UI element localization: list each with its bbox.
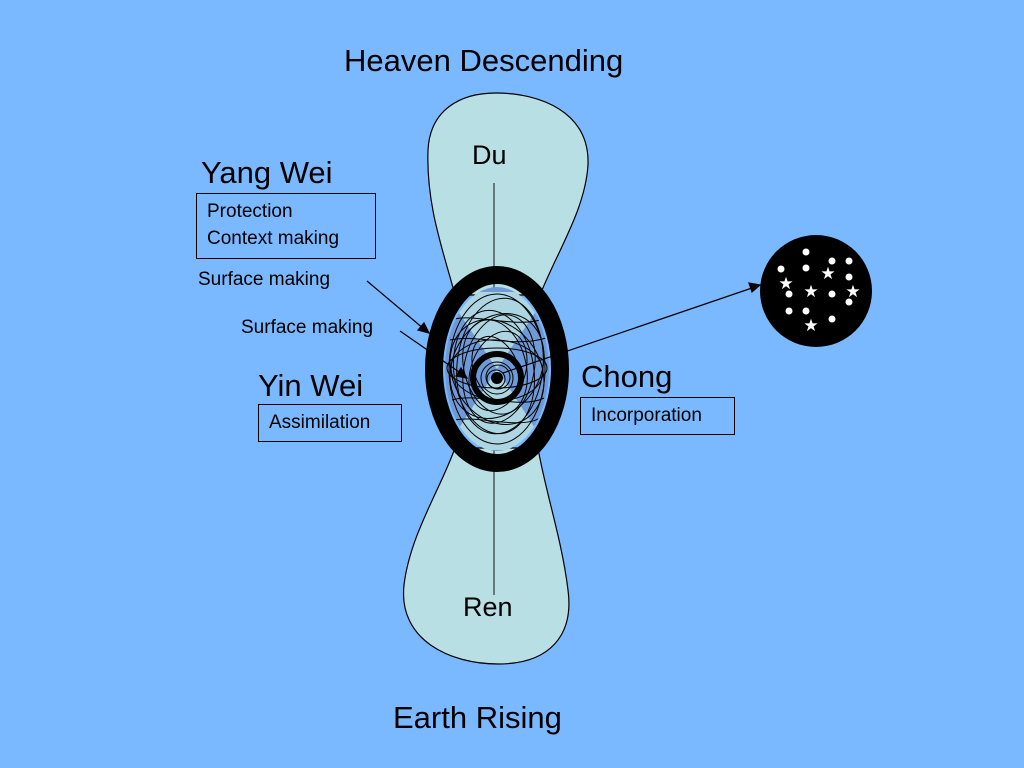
scribble-lines <box>446 293 548 445</box>
chong-box: Incorporation <box>580 397 735 435</box>
svg-text:★: ★ <box>803 316 818 336</box>
star-field-dots <box>777 248 853 323</box>
svg-text:★: ★ <box>803 282 818 302</box>
core-dot <box>491 372 503 384</box>
yang-wei-box: Protection Context making <box>196 193 376 259</box>
protection-text: Protection <box>207 201 293 222</box>
chong-label: Chong <box>581 359 673 394</box>
du-label: Du <box>472 140 507 170</box>
lower-lobe <box>403 447 570 665</box>
outer-ring <box>425 266 569 472</box>
earth-rising-title: Earth Rising <box>393 700 562 735</box>
svg-text:★: ★ <box>820 264 835 284</box>
inner-ring <box>470 351 524 405</box>
yang-wei-label: Yang Wei <box>201 155 333 190</box>
assimilation-text: Assimilation <box>269 412 371 433</box>
svg-text:★: ★ <box>778 274 793 294</box>
star-field-stars: ★ ★ ★ ★ ★ <box>778 264 860 336</box>
ren-label: Ren <box>463 592 513 622</box>
upper-lobe <box>427 92 589 296</box>
yin-wei-label: Yin Wei <box>258 368 364 403</box>
surface-making-callout-inner: Surface making <box>241 317 374 338</box>
callout-arrows <box>366 280 762 379</box>
incorporation-text: Incorporation <box>591 405 702 426</box>
heaven-descending-title: Heaven Descending <box>344 43 624 78</box>
yin-wei-box: Assimilation <box>258 404 402 442</box>
svg-text:★: ★ <box>845 282 860 302</box>
context-making-text: Context making <box>207 228 340 249</box>
core-spiral <box>480 361 514 395</box>
star-field-circle <box>760 235 872 347</box>
surface-making-callout-outer: Surface making <box>198 269 331 290</box>
